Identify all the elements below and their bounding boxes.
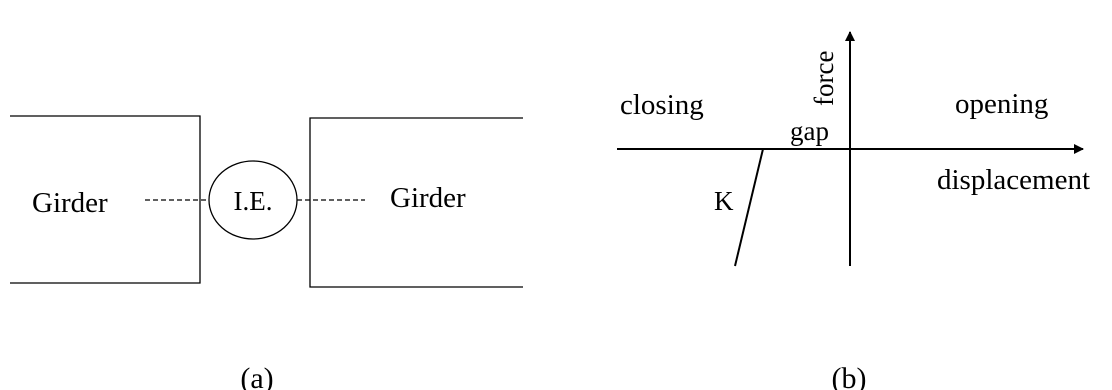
interface-element-circle: [208, 160, 298, 240]
panel-a: Girder I.E. Girder (a): [10, 115, 523, 390]
displacement-axis-label: displacement: [937, 164, 1090, 196]
panel-b: force closing opening gap displacement K…: [617, 31, 1090, 390]
caption-a: (a): [240, 362, 273, 390]
closing-region-label: closing: [620, 89, 704, 121]
gap-label: gap: [790, 116, 829, 146]
left-girder-label: Girder: [32, 187, 108, 219]
caption-b: (b): [832, 362, 867, 390]
right-girder-outline: [309, 117, 523, 288]
right-girder-label: Girder: [390, 182, 466, 214]
force-axis-label: force: [809, 51, 839, 106]
stiffness-line: [734, 148, 764, 267]
interface-element-label: I.E.: [234, 186, 273, 216]
opening-region-label: opening: [955, 88, 1048, 120]
stiffness-label: K: [714, 186, 734, 216]
left-girder-outline: [10, 115, 201, 284]
